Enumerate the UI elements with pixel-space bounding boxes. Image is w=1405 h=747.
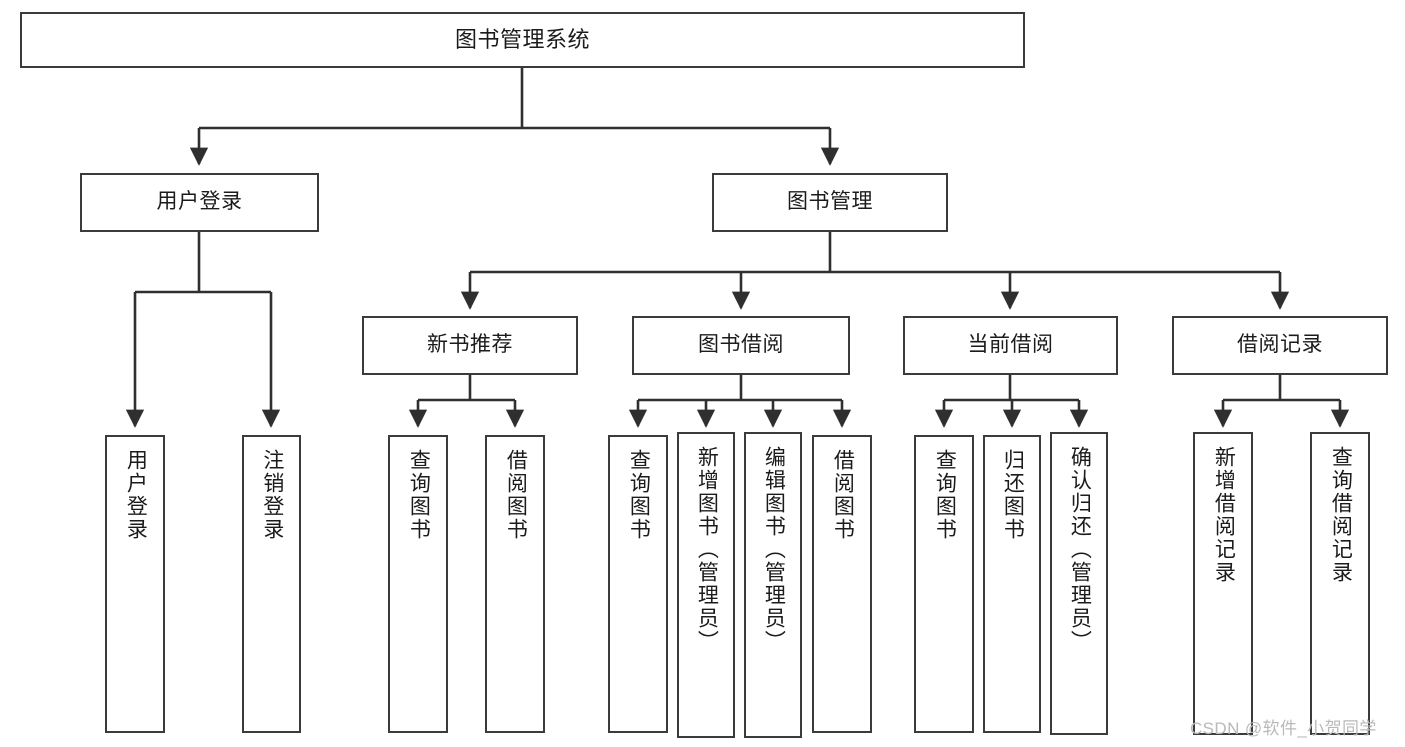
leaf-query-book-1-label: 查询图书 (407, 449, 431, 541)
leaf-borrow-book-2-label: 借阅图书 (831, 449, 855, 541)
leaf-add-record[interactable]: 新增借阅记录 (1193, 432, 1253, 735)
leaf-return-book-label: 归还图书 (1001, 449, 1025, 541)
node-book-borrow-label: 图书借阅 (698, 333, 784, 357)
node-current-borrow[interactable]: 当前借阅 (903, 316, 1118, 375)
node-book-management[interactable]: 图书管理 (712, 173, 948, 232)
leaf-logout-login-label: 注销登录 (260, 449, 284, 541)
watermark-text: CSDN @软件_小贺同学 (1190, 719, 1377, 738)
node-root[interactable]: 图书管理系统 (20, 12, 1025, 68)
leaf-query-book-2[interactable]: 查询图书 (608, 435, 668, 733)
leaf-logout-login[interactable]: 注销登录 (242, 435, 301, 733)
leaf-return-book[interactable]: 归还图书 (983, 435, 1041, 733)
leaf-query-book-3[interactable]: 查询图书 (914, 435, 974, 733)
leaf-user-login-label: 用户登录 (124, 449, 148, 541)
node-current-borrow-label: 当前借阅 (967, 333, 1054, 357)
node-root-label: 图书管理系统 (454, 27, 590, 53)
leaf-query-book-3-label: 查询图书 (933, 449, 957, 541)
leaf-query-book-2-label: 查询图书 (627, 449, 651, 541)
leaf-edit-book-label: 编辑图书（管理员） (762, 446, 786, 653)
leaf-borrow-book-1[interactable]: 借阅图书 (485, 435, 545, 733)
node-user-login-label: 用户登录 (156, 190, 243, 214)
leaf-edit-book[interactable]: 编辑图书（管理员） (744, 432, 802, 738)
node-user-login[interactable]: 用户登录 (80, 173, 319, 232)
node-borrow-record[interactable]: 借阅记录 (1172, 316, 1388, 375)
leaf-confirm-return[interactable]: 确认归还（管理员） (1050, 432, 1108, 735)
leaf-borrow-book-1-label: 借阅图书 (504, 449, 528, 541)
leaf-confirm-return-label: 确认归还（管理员） (1068, 446, 1092, 653)
leaf-user-login[interactable]: 用户登录 (105, 435, 165, 733)
leaf-query-book-1[interactable]: 查询图书 (388, 435, 448, 733)
node-borrow-record-label: 借阅记录 (1237, 333, 1323, 357)
leaf-add-book-label: 新增图书（管理员） (695, 446, 719, 653)
node-new-book-recommend[interactable]: 新书推荐 (362, 316, 578, 375)
leaf-add-book[interactable]: 新增图书（管理员） (677, 432, 735, 738)
leaf-add-record-label: 新增借阅记录 (1212, 446, 1236, 584)
node-book-management-label: 图书管理 (787, 190, 873, 214)
node-book-borrow[interactable]: 图书借阅 (632, 316, 850, 375)
node-new-book-recommend-label: 新书推荐 (427, 333, 513, 357)
leaf-query-record-label: 查询借阅记录 (1329, 446, 1353, 584)
leaf-borrow-book-2[interactable]: 借阅图书 (812, 435, 872, 733)
leaf-query-record[interactable]: 查询借阅记录 (1310, 432, 1370, 735)
